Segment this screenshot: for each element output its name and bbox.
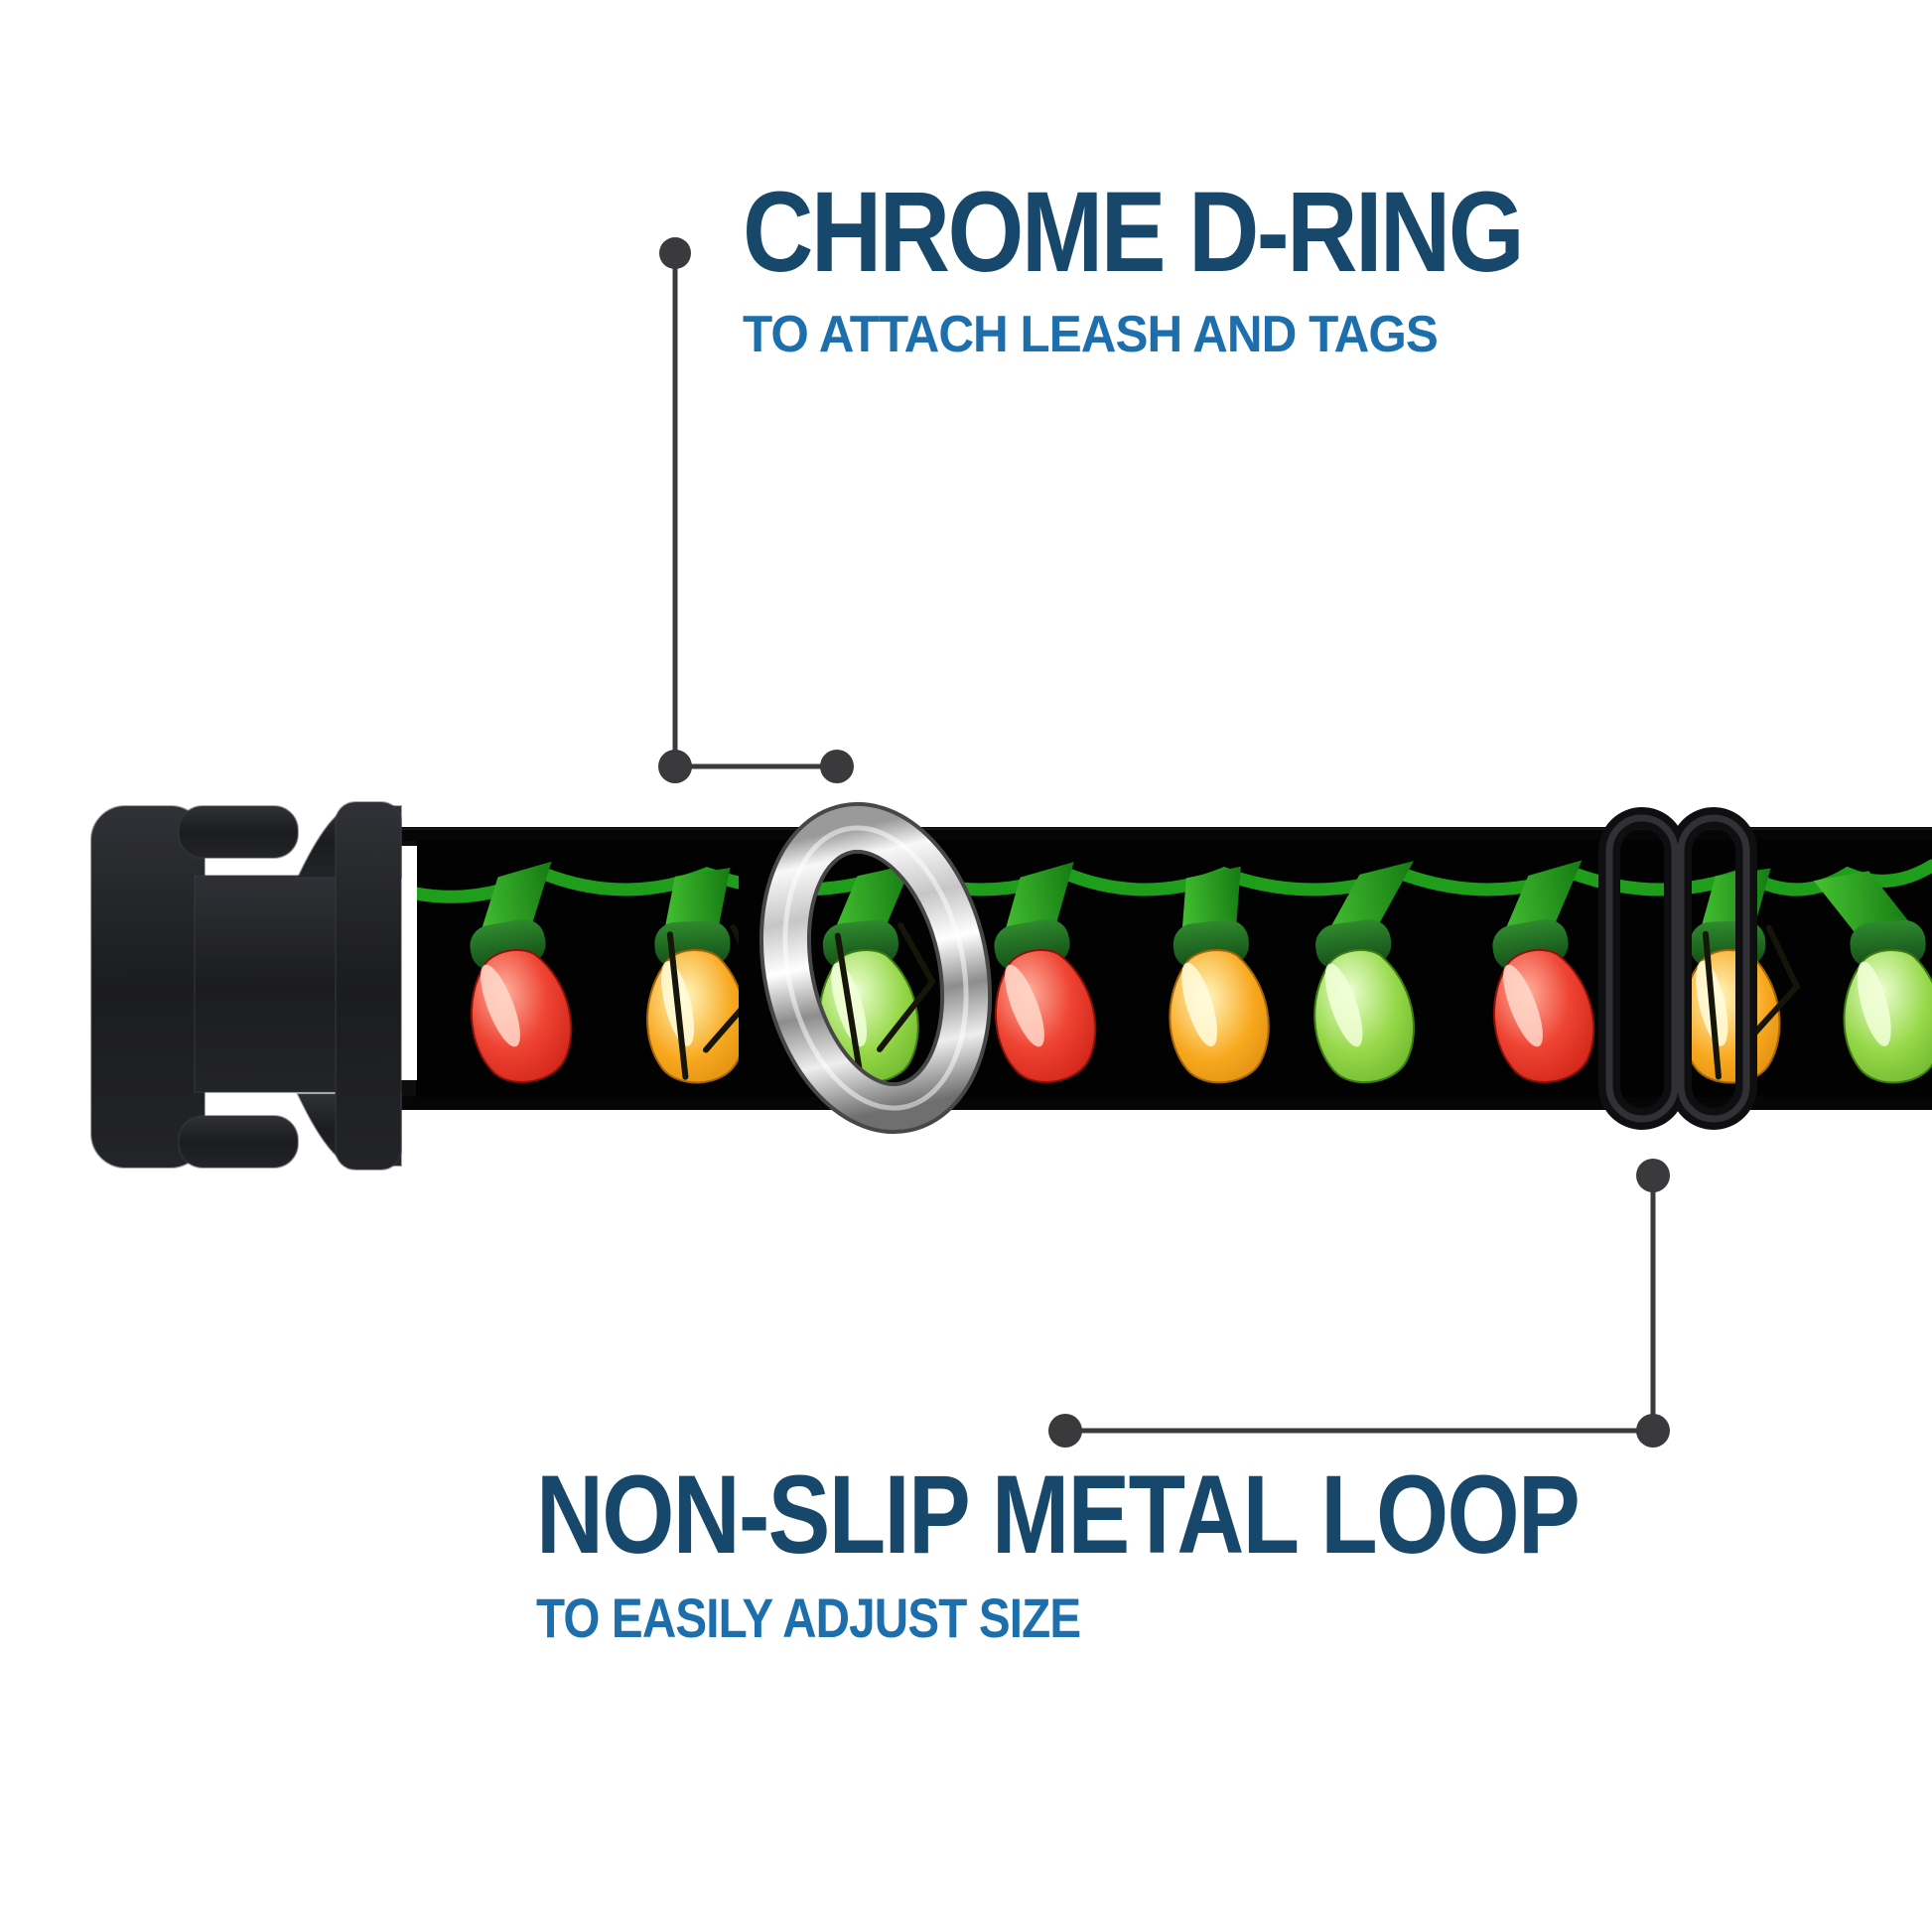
- callout-connector-bottom: [1048, 1159, 1670, 1448]
- callout-dot: [820, 750, 854, 783]
- top-callout-title: CHROME D-RING: [743, 169, 1525, 296]
- strap-top-edge: [395, 827, 1932, 841]
- bulb-highlight: [1005, 964, 1044, 1047]
- callout-dot: [659, 237, 691, 269]
- bulb-stem: [1323, 861, 1415, 940]
- callout-dot: [1048, 1414, 1082, 1448]
- bottom-callout-text: NON-SLIP METAL LOOP TO EASILY ADJUST SIZ…: [536, 1459, 1777, 1646]
- light-bulb-red: [994, 862, 1097, 1084]
- bulb-highlight: [481, 964, 520, 1047]
- bulb-highlight: [1181, 962, 1218, 1047]
- christmas-lights-pattern: [416, 859, 1932, 1084]
- side-release-buckle: [90, 801, 402, 1171]
- light-bulb-orange: [1169, 866, 1270, 1084]
- bulb-stem: [1500, 860, 1583, 941]
- bottom-callout-title: NON-SLIP METAL LOOP: [536, 1452, 1581, 1577]
- strap-bottom-edge: [395, 1096, 1932, 1110]
- bulb-highlight: [1503, 964, 1543, 1047]
- light-bulb-green: [1313, 861, 1415, 1084]
- bulb-stem: [831, 864, 912, 939]
- bulb-wire-detail: [1702, 924, 1801, 1080]
- top-callout-subtitle: TO ATTACH LEASH AND TAGS: [743, 306, 1439, 363]
- light-bulb-red: [1492, 860, 1595, 1084]
- buckle-slot: [401, 846, 417, 1080]
- light-bulb-red: [470, 861, 573, 1084]
- callout-dot: [658, 750, 692, 783]
- light-bulb-orange: [646, 867, 766, 1084]
- chrome-d-ring-icon: [759, 801, 993, 1135]
- callout-dot: [1636, 1414, 1670, 1448]
- top-callout-text: CHROME D-RING TO ATTACH LEASH AND TAGS: [743, 169, 1649, 363]
- bulb-stem: [478, 861, 552, 941]
- bulb-stem: [1813, 871, 1914, 938]
- strap-top-highlight: [395, 828, 1932, 830]
- bulb-wire-detail: [834, 921, 936, 1081]
- light-bulb-green: [1813, 871, 1932, 1084]
- bulb-stem: [663, 867, 731, 937]
- adjuster-loop: [1598, 807, 1757, 1130]
- bottom-callout-subtitle: TO EASILY ADJUST SIZE: [536, 1587, 1081, 1649]
- bulb-highlight: [1857, 961, 1891, 1046]
- callout-connector-top: [658, 237, 854, 783]
- bulb-highlight: [1324, 963, 1363, 1047]
- callout-dot: [1636, 1159, 1670, 1192]
